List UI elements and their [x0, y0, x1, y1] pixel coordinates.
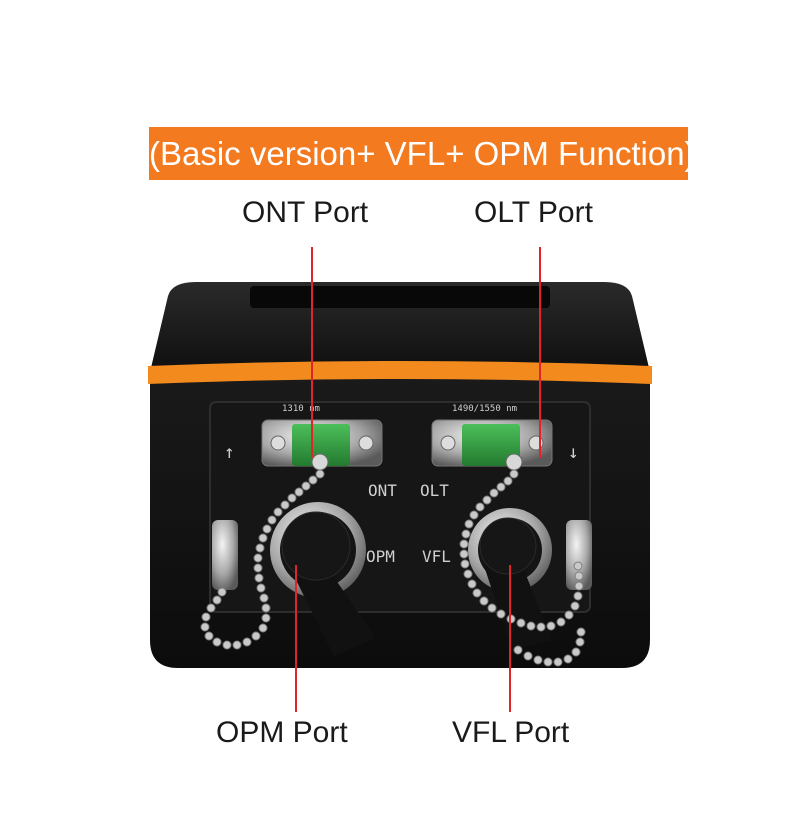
olt-port-label: OLT Port: [474, 196, 593, 229]
function-banner: (Basic version+ VFL+ OPM Function): [149, 127, 696, 180]
ont-port-label: ONT Port: [242, 196, 369, 229]
opm-port-label: OPM Port: [216, 716, 348, 749]
top-window: [250, 286, 550, 308]
panel-olt-text: OLT: [420, 481, 449, 500]
arrow-up-icon: ↑: [224, 442, 235, 463]
callout-lines: [295, 247, 541, 712]
arrow-down-icon: ↓: [568, 442, 579, 463]
wavelength-left: 1310 nm: [282, 404, 320, 414]
left-side-clip: [212, 520, 238, 590]
left-bead-chain: [200, 469, 325, 650]
vfl-port: [468, 508, 552, 650]
opm-port: [270, 502, 376, 656]
ont-connector: [261, 419, 383, 471]
panel-opm-text: OPM: [366, 547, 395, 566]
right-side-clip: [566, 520, 592, 590]
orange-stripe: [148, 361, 652, 384]
olt-connector: [431, 419, 553, 471]
right-bead-chain: [459, 469, 586, 667]
vfl-port-label: VFL Port: [452, 716, 570, 749]
panel-ont-text: ONT: [368, 481, 397, 500]
panel-vfl-text: VFL: [422, 547, 451, 566]
wavelength-right: 1490/1550 nm: [452, 404, 517, 414]
